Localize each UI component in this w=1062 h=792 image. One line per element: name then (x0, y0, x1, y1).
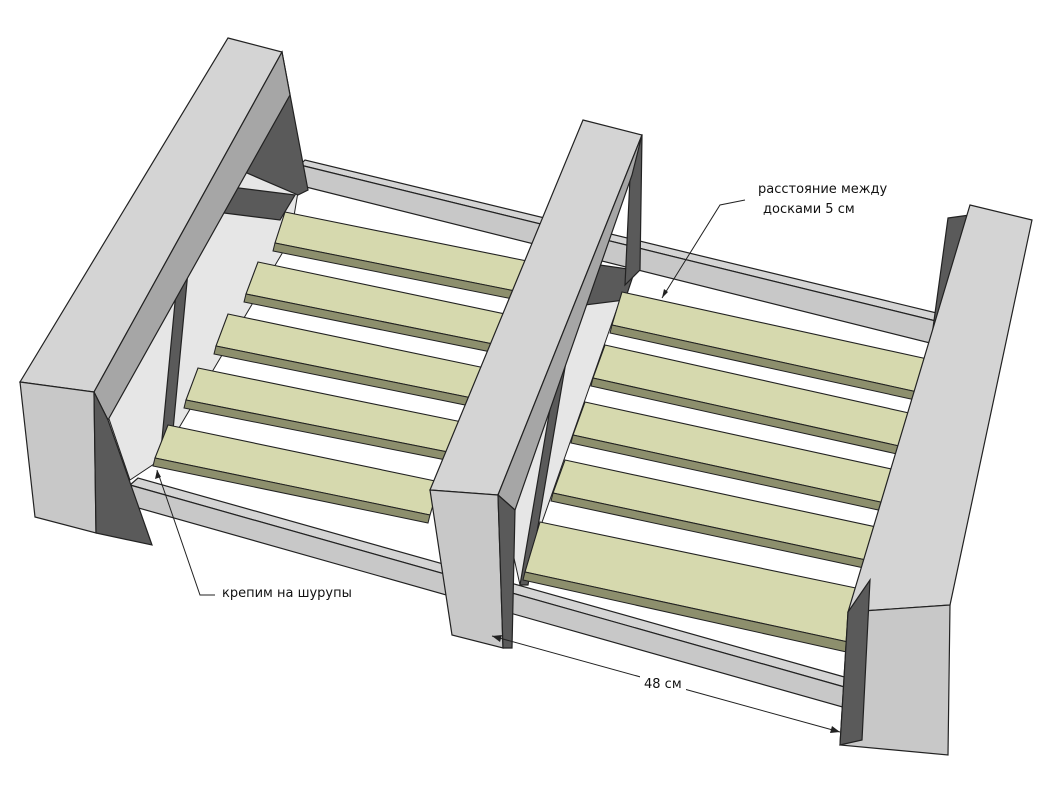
dimension-label: 48 см (640, 675, 686, 695)
left-armrest (19, 37, 309, 546)
right-slats (522, 291, 933, 656)
screws-label: крепим на шурупы (222, 586, 352, 601)
slat-spacing-line1: расстояние между (758, 182, 888, 197)
middle-armrest (429, 119, 643, 649)
slat-spacing-line2: досками 5 см (763, 202, 855, 217)
slat-spacing-label: расстояние между досками 5 см (758, 180, 887, 220)
right-armrest (839, 204, 1033, 756)
